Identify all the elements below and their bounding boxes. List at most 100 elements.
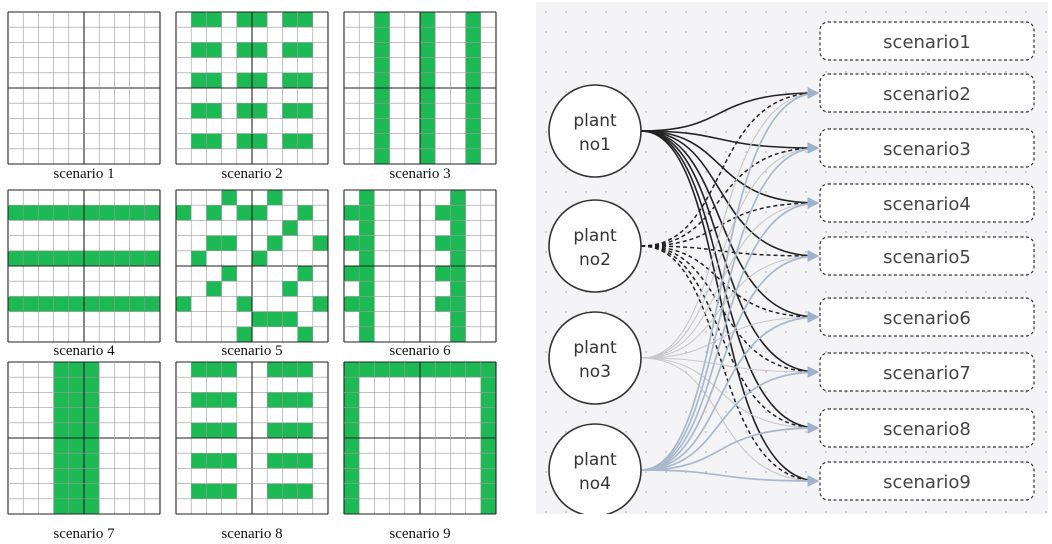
scenario-node-7[interactable]: scenario7 — [819, 352, 1035, 392]
filled-cell — [374, 12, 390, 28]
filled-cell — [53, 250, 69, 266]
filled-cell — [68, 468, 84, 484]
filled-cell — [359, 311, 375, 327]
scenario-node-label: scenario9 — [883, 472, 971, 493]
filled-cell — [297, 392, 313, 408]
scenario-node-9[interactable]: scenario9 — [819, 461, 1035, 501]
scenario-node-5[interactable]: scenario5 — [819, 236, 1035, 276]
filled-cell — [84, 422, 100, 438]
filled-cell — [206, 133, 222, 149]
filled-cell — [465, 72, 481, 88]
scenario-node-4[interactable]: scenario4 — [819, 183, 1035, 223]
filled-cell — [84, 362, 100, 378]
plant-node-label-line2: no4 — [579, 474, 611, 494]
plant-node-circle — [548, 84, 642, 178]
filled-cell — [236, 42, 252, 58]
filled-cell — [206, 72, 222, 88]
filled-cell — [53, 438, 69, 454]
filled-cell — [191, 72, 207, 88]
scenario-node-box — [819, 21, 1035, 61]
scenario-node-label: scenario8 — [883, 419, 971, 440]
filled-cell — [236, 103, 252, 119]
filled-cell — [53, 362, 69, 378]
filled-cell — [84, 453, 100, 469]
plant-node-circle — [548, 423, 642, 514]
scenario-caption: scenario 1 — [53, 166, 114, 182]
filled-cell — [114, 250, 130, 266]
filled-cell — [374, 103, 390, 119]
filled-cell — [99, 250, 115, 266]
scenario-node-label: scenario4 — [883, 194, 971, 215]
filled-cell — [176, 205, 192, 221]
scenario-node-label: scenario2 — [883, 84, 971, 105]
filled-cell — [114, 205, 130, 221]
filled-cell — [465, 88, 481, 104]
filled-cell — [312, 235, 328, 251]
scenario-caption: scenario 4 — [53, 343, 115, 359]
filled-cell — [68, 453, 84, 469]
filled-cell — [144, 205, 160, 221]
filled-cell — [206, 42, 222, 58]
filled-cell — [68, 392, 84, 408]
filled-cell — [144, 250, 160, 266]
scenario-grid-3: scenario 3 — [343, 11, 497, 182]
filled-cell — [282, 12, 298, 28]
filled-cell — [221, 362, 237, 378]
filled-cell — [374, 133, 390, 149]
filled-cell — [267, 362, 283, 378]
scenario-node-6[interactable]: scenario6 — [819, 297, 1035, 337]
filled-cell — [450, 281, 466, 297]
scenario-node-1[interactable]: scenario1 — [819, 21, 1035, 61]
filled-cell — [465, 12, 481, 28]
filled-cell — [282, 42, 298, 58]
filled-cell — [435, 205, 451, 221]
filled-cell — [344, 468, 360, 484]
filled-cell — [420, 42, 436, 58]
filled-cell — [191, 12, 207, 28]
filled-cell — [236, 12, 252, 28]
filled-cell — [480, 453, 496, 469]
scenario-node-box — [819, 461, 1035, 501]
edge-plant4-scenario6 — [640, 311, 820, 471]
filled-cell — [221, 483, 237, 499]
filled-cell — [267, 392, 283, 408]
edge-plant4-scenario2 — [640, 87, 820, 471]
scenario-grid-5: scenario 5 — [175, 189, 329, 359]
filled-cell — [68, 362, 84, 378]
plant-node-label-line1: plant — [573, 226, 617, 246]
filled-cell — [344, 362, 360, 378]
scenario-node-3[interactable]: scenario3 — [819, 128, 1035, 168]
filled-cell — [359, 235, 375, 251]
edge-plant4-scenario7 — [640, 366, 820, 471]
scenario-node-label: scenario5 — [883, 247, 971, 268]
scenario-node-box — [819, 128, 1035, 168]
scenario-node-label: scenario6 — [883, 308, 971, 329]
filled-cell — [191, 483, 207, 499]
filled-cell — [84, 392, 100, 408]
edge-plant3-scenario3 — [640, 144, 819, 359]
filled-cell — [68, 377, 84, 393]
filled-cell — [480, 438, 496, 454]
scenario-node-8[interactable]: scenario8 — [819, 408, 1035, 448]
filled-cell — [252, 42, 268, 58]
filled-cell — [344, 266, 360, 282]
filled-cell — [68, 422, 84, 438]
filled-cell — [359, 266, 375, 282]
filled-cell — [359, 205, 375, 221]
plant-node-circle — [548, 311, 642, 405]
filled-cell — [144, 296, 160, 312]
filled-cell — [84, 438, 100, 454]
filled-cell — [344, 483, 360, 499]
scenario-caption: scenario 9 — [389, 526, 450, 542]
filled-cell — [38, 296, 54, 312]
filled-cell — [84, 468, 100, 484]
filled-cell — [480, 377, 496, 393]
filled-cell — [53, 392, 69, 408]
filled-cell — [252, 72, 268, 88]
scenario-node-2[interactable]: scenario2 — [819, 73, 1035, 113]
scenario-node-label: scenario1 — [883, 32, 971, 53]
